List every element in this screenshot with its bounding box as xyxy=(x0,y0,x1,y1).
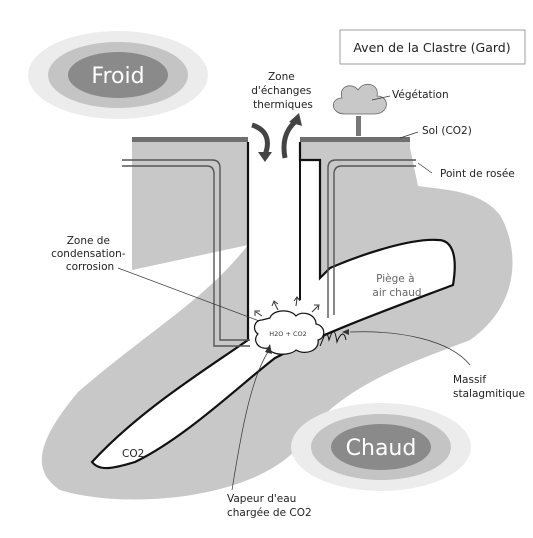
condensation-zone-label: Zone de condensation- corrosion xyxy=(51,235,129,273)
dew-point-leader xyxy=(418,163,432,173)
cloud-label: H2O + CO2 xyxy=(269,330,307,338)
hot-zone: Chaud xyxy=(291,403,471,491)
cold-label: Froid xyxy=(91,64,144,89)
soil-label: Sol (CO2) xyxy=(422,125,472,137)
cold-zone: Froid xyxy=(28,31,208,119)
stalagmitic-label: Massif stalagmitique xyxy=(453,374,525,400)
co2-label: CO2 xyxy=(122,448,144,460)
tree-icon xyxy=(333,84,386,136)
dew-point-label: Point de rosée xyxy=(440,168,515,180)
diagram-title: Aven de la Clastre (Gard) xyxy=(353,40,510,55)
hot-label: Chaud xyxy=(346,436,417,461)
soil-band-left xyxy=(132,137,248,142)
soil-band-right xyxy=(300,137,410,142)
vegetation-label: Végétation xyxy=(392,89,449,101)
vapor-label: Vapeur d'eau chargée de CO2 xyxy=(227,493,312,519)
exchange-zone-label: Zone d'échanges thermiques xyxy=(251,71,314,111)
